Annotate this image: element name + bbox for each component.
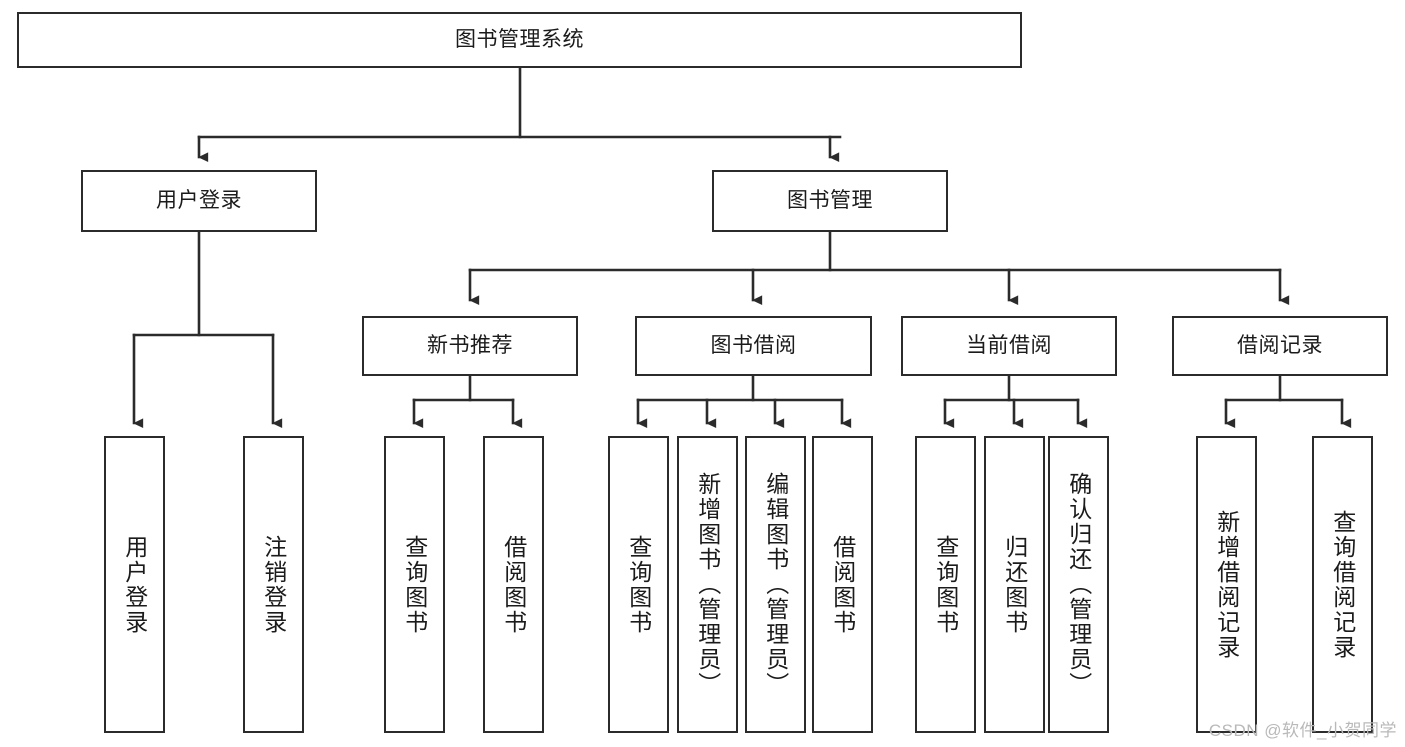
node-label: 用户登录 (121, 534, 148, 635)
node-label: 编辑图书（管理员） (762, 472, 789, 697)
node-leaf-return-book[interactable]: 归还图书 (984, 436, 1045, 733)
node-leaf-query-record[interactable]: 查询借阅记录 (1312, 436, 1373, 733)
node-leaf-query-book-3[interactable]: 查询图书 (915, 436, 976, 733)
node-label: 新书推荐 (427, 333, 513, 357)
watermark-text: CSDN @软件_小贺同学 (1208, 721, 1397, 740)
node-label: 确认归还（管理员） (1065, 472, 1092, 697)
node-user-login[interactable]: 用户登录 (81, 170, 317, 232)
node-label: 查询图书 (625, 534, 652, 635)
node-label: 图书管理系统 (455, 27, 584, 51)
node-leaf-user-login[interactable]: 用户登录 (104, 436, 165, 733)
node-label: 图书管理 (787, 188, 873, 212)
node-leaf-query-book-1[interactable]: 查询图书 (384, 436, 445, 733)
node-label: 查询图书 (932, 534, 959, 635)
node-leaf-borrow-book-2[interactable]: 借阅图书 (812, 436, 873, 733)
node-current-borrow[interactable]: 当前借阅 (901, 316, 1117, 376)
node-leaf-borrow-book-1[interactable]: 借阅图书 (483, 436, 544, 733)
node-label: 当前借阅 (966, 333, 1052, 357)
node-label: 借阅记录 (1237, 333, 1323, 357)
node-label: 用户登录 (156, 188, 242, 212)
node-borrow-record[interactable]: 借阅记录 (1172, 316, 1388, 376)
node-label: 新增借阅记录 (1213, 509, 1240, 660)
node-leaf-logout[interactable]: 注销登录 (243, 436, 304, 733)
node-leaf-query-book-2[interactable]: 查询图书 (608, 436, 669, 733)
node-label: 借阅图书 (829, 534, 856, 635)
node-leaf-add-book[interactable]: 新增图书（管理员） (677, 436, 738, 733)
node-label: 归还图书 (1001, 534, 1028, 635)
node-label: 查询图书 (401, 534, 428, 635)
node-new-book-recommend[interactable]: 新书推荐 (362, 316, 578, 376)
node-root-system[interactable]: 图书管理系统 (17, 12, 1022, 68)
node-label: 借阅图书 (500, 534, 527, 635)
node-book-management[interactable]: 图书管理 (712, 170, 948, 232)
node-leaf-edit-book[interactable]: 编辑图书（管理员） (745, 436, 806, 733)
node-label: 新增图书（管理员） (694, 472, 721, 697)
node-leaf-confirm-return[interactable]: 确认归还（管理员） (1048, 436, 1109, 733)
node-book-borrow[interactable]: 图书借阅 (635, 316, 872, 376)
node-label: 图书借阅 (710, 333, 797, 357)
node-label: 注销登录 (260, 534, 287, 635)
node-label: 查询借阅记录 (1329, 509, 1356, 660)
node-leaf-add-record[interactable]: 新增借阅记录 (1196, 436, 1257, 733)
